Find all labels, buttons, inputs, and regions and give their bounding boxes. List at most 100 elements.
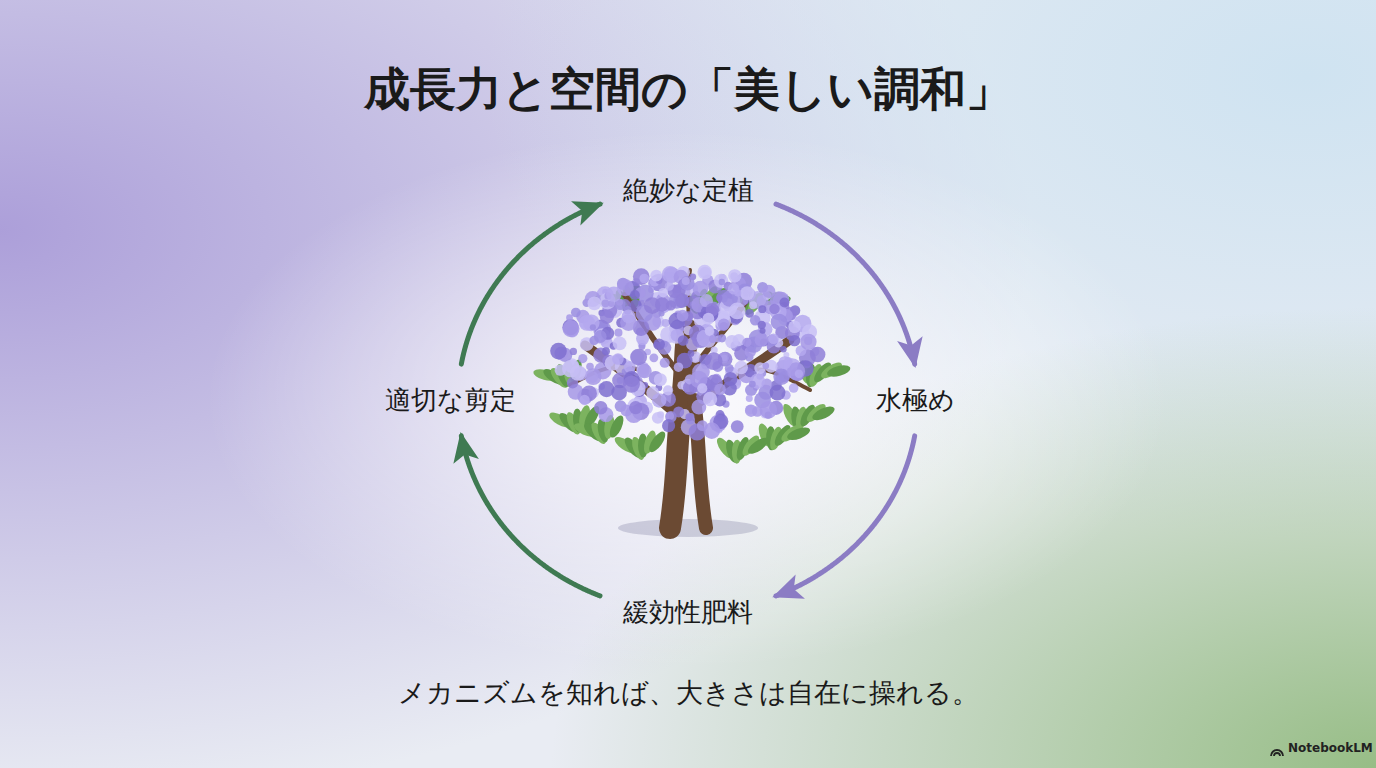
blossom (724, 372, 738, 386)
blossom (697, 383, 707, 393)
blossom (660, 358, 670, 368)
tree-leaves (532, 284, 851, 464)
tree-shadow (618, 519, 758, 537)
blossom (570, 365, 586, 381)
blossom (714, 383, 726, 395)
blossom (652, 393, 666, 407)
blossom (725, 335, 738, 348)
blossom (778, 356, 791, 369)
tree-blossoms (550, 265, 825, 441)
blossom (770, 385, 786, 401)
blossom (705, 352, 723, 370)
blossom (662, 319, 670, 327)
blossom (693, 281, 709, 297)
blossom (800, 334, 816, 350)
blossom (789, 383, 799, 393)
blossom (718, 319, 730, 331)
blossom (566, 314, 573, 321)
blossom (589, 336, 598, 345)
blossom (629, 401, 642, 414)
blossom (585, 368, 602, 385)
blossom (663, 385, 673, 395)
blossom (655, 297, 669, 311)
blossom (788, 320, 801, 333)
blossom (789, 335, 800, 346)
blossom (633, 268, 650, 285)
blossom (673, 406, 684, 417)
blossom (795, 370, 803, 378)
blossom (705, 327, 714, 336)
blossom (588, 297, 602, 311)
blossom (674, 362, 683, 371)
step-label: 水極め (876, 383, 955, 418)
leaf (826, 363, 852, 379)
step-label: 緩効性肥料 (623, 595, 753, 630)
blossom (725, 364, 734, 373)
blossom (771, 314, 788, 331)
blossom (666, 412, 674, 420)
title: 成長力と空間の「美しい調和」 (364, 59, 1012, 121)
blossom (677, 310, 689, 322)
blossom (703, 392, 717, 406)
blossom (637, 364, 651, 378)
blossom (780, 346, 787, 353)
blossom (685, 413, 693, 421)
caption: メカニズムを知れば、大きさは自在に操れる。 (398, 675, 979, 711)
blossom (653, 338, 665, 350)
blossom (728, 269, 741, 282)
blossom (630, 290, 640, 300)
cycle-step: 絶妙な定植 (615, 169, 762, 212)
leaf (646, 429, 668, 454)
blossom (606, 287, 621, 302)
blossom (578, 354, 587, 363)
blossom (768, 333, 779, 344)
cycle-step: 適切な剪定 (377, 379, 524, 422)
leaf (786, 425, 812, 443)
blossom (697, 265, 712, 280)
step-label: 絶妙な定植 (623, 173, 754, 208)
blossom (550, 343, 567, 360)
blossom (602, 347, 610, 355)
leaf (810, 404, 836, 423)
blossom (680, 276, 695, 291)
blossom (555, 364, 566, 375)
blossom (590, 324, 596, 330)
blossom (639, 274, 649, 284)
blossom (804, 337, 812, 345)
blossom (678, 335, 689, 346)
blossom (662, 419, 675, 432)
blossom (755, 333, 769, 347)
blossom (760, 328, 766, 334)
blossom (758, 305, 766, 313)
leaf (745, 435, 770, 457)
blossom (654, 342, 660, 348)
blossom (719, 279, 725, 285)
blossom (602, 299, 610, 307)
blossom (682, 277, 690, 285)
blossom (749, 381, 756, 388)
blossom (769, 304, 779, 314)
blossom (652, 412, 664, 424)
blossom (563, 320, 580, 337)
blossom (734, 361, 748, 375)
blossom (654, 373, 667, 386)
blossom (810, 347, 826, 363)
blossom (614, 329, 622, 337)
cycle-arrow (776, 436, 915, 596)
blossom (612, 353, 624, 365)
blossom (762, 362, 769, 369)
blossom (630, 349, 647, 366)
blossom (709, 335, 717, 343)
tree-trunk (570, 270, 810, 528)
blossom (716, 295, 722, 301)
blossom (728, 283, 739, 294)
cycle-arrow (461, 204, 600, 364)
step-label: 適切な剪定 (385, 383, 516, 418)
blossom (775, 374, 784, 383)
blossom (749, 301, 757, 309)
watermark: NotebookLM (1288, 741, 1373, 755)
cycle-arrow (776, 204, 915, 364)
blossom (600, 310, 614, 324)
blossom (622, 310, 636, 324)
blossom (703, 313, 715, 325)
